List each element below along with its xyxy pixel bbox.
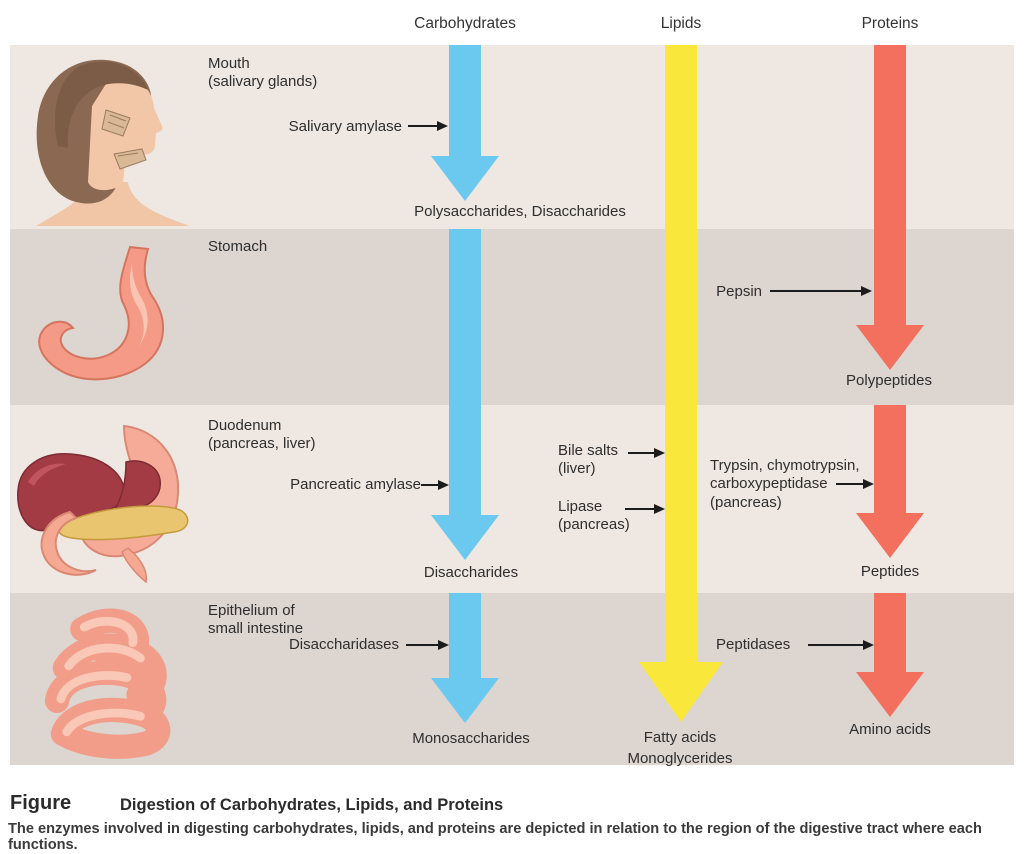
figure-description: The enzymes involved in digesting carboh… <box>8 821 982 853</box>
protein-arrowhead-intestine <box>856 672 924 717</box>
column-header-proteins: Proteins <box>861 15 919 32</box>
region-label-stomach: Stomach <box>208 238 268 255</box>
pointer-arrow-pepsin <box>770 286 872 296</box>
region-duodenum-line2: (pancreas, liver) <box>208 435 316 453</box>
enzyme-label-pepsin: Pepsin <box>716 283 762 300</box>
pointer-arrow-trypsin <box>836 479 874 489</box>
product-label-fatty-acids: Fatty acids <box>643 729 717 746</box>
carb-arrowhead-intestine <box>431 678 499 723</box>
enzyme-label-peptidases: Peptidases <box>716 636 791 653</box>
carb-arrowhead-duodenum <box>431 515 499 560</box>
enzyme-label-trypsin-group: Trypsin, chymotrypsin, carboxypeptidase … <box>710 457 859 512</box>
region-mouth-line1: Mouth <box>208 55 250 72</box>
product-label-disaccharides: Disaccharides <box>423 564 519 581</box>
pointer-arrow-disaccharidases <box>406 640 449 650</box>
pointer-arrow-bile-salts <box>628 448 665 458</box>
enzyme-label-salivary-amylase: Salivary amylase <box>288 118 402 135</box>
duodenum-illustration <box>17 424 189 584</box>
region-duodenum-line1: Duodenum <box>208 417 282 434</box>
intestine-illustration <box>44 608 171 759</box>
enzyme-label-lipase: Lipase (pancreas) <box>558 498 630 535</box>
band-intestine <box>10 593 1014 765</box>
trypsin-line1: Trypsin, chymotrypsin, <box>710 457 860 474</box>
bile-salts-line1: Bile salts <box>558 442 619 459</box>
lipase-line2: (pancreas) <box>558 516 630 534</box>
region-mouth-line2: (salivary glands) <box>208 73 318 91</box>
region-label-duodenum: Duodenum (pancreas, liver) <box>208 417 316 454</box>
protein-arrow-shaft-duodenum <box>874 405 906 513</box>
lipid-arrowhead <box>639 662 723 722</box>
carb-arrow-shaft-mouth <box>449 45 481 156</box>
pointer-arrow-peptidases <box>808 640 874 650</box>
carb-arrow-shaft-intestine <box>449 593 481 678</box>
enzyme-label-disaccharidases: Disaccharidases <box>288 636 399 653</box>
stomach-illustration <box>38 245 165 381</box>
lipid-arrow-shaft <box>665 45 697 662</box>
figure-label: Figure <box>10 792 72 814</box>
trypsin-line3: (pancreas) <box>710 493 782 511</box>
enzyme-label-pancreatic-amylase: Pancreatic amylase <box>290 476 421 493</box>
protein-arrowhead-stomach <box>856 325 924 370</box>
product-label-peptides: Peptides <box>860 563 920 580</box>
region-label-mouth: Mouth (salivary glands) <box>208 55 317 92</box>
product-label-polypeptides: Polypeptides <box>846 372 932 389</box>
pointer-arrow-pancreatic-amylase <box>421 480 449 490</box>
protein-arrow-shaft-stomach <box>874 45 906 325</box>
lipase-line1: Lipase <box>558 498 603 515</box>
product-label-monoglycerides: Monoglycerides <box>627 750 733 767</box>
bile-salts-line2: (liver) <box>558 460 596 478</box>
column-header-lipids: Lipids <box>660 15 702 32</box>
trypsin-line2: carboxypeptidase <box>710 475 828 493</box>
product-label-monosaccharides: Monosaccharides <box>412 730 530 747</box>
band-stomach <box>10 229 1014 405</box>
region-intestine-line2: small intestine <box>208 620 304 638</box>
figure-title: Digestion of Carbohydrates, Lipids, and … <box>120 796 504 814</box>
column-header-carbohydrates: Carbohydrates <box>414 15 516 32</box>
region-intestine-line1: Epithelium of <box>208 602 295 619</box>
enzyme-label-bile-salts: Bile salts (liver) <box>558 442 618 479</box>
band-mouth <box>10 45 1014 229</box>
carb-arrowhead-mouth <box>431 156 499 201</box>
pointer-arrow-salivary-amylase <box>408 121 448 131</box>
region-label-intestine: Epithelium of small intestine <box>208 602 303 639</box>
carb-arrow-shaft-stomach-duodenum <box>449 229 481 515</box>
protein-arrowhead-duodenum <box>856 513 924 558</box>
mouth-illustration <box>36 59 190 226</box>
pointer-arrow-lipase <box>625 504 665 514</box>
protein-arrow-shaft-intestine <box>874 593 906 672</box>
product-label-amino-acids: Amino acids <box>849 721 931 738</box>
product-label-polysaccharides-disaccharides: Polysaccharides, Disaccharides <box>414 203 626 220</box>
